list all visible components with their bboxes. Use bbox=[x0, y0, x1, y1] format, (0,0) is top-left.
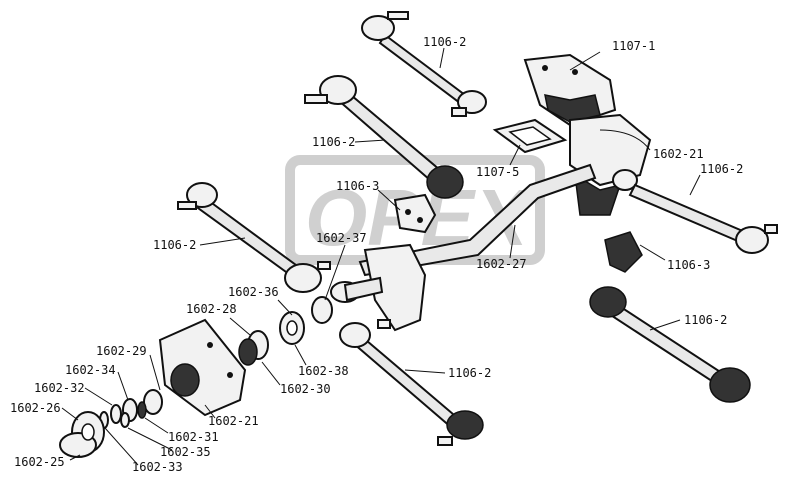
label-1106-2-upper-mid: 1106-2 bbox=[312, 135, 355, 149]
small-parts-cluster bbox=[59, 389, 163, 458]
label-1602-31: 1602-31 bbox=[168, 430, 219, 444]
roller-1602-28 bbox=[238, 330, 269, 366]
label-1602-38: 1602-38 bbox=[298, 364, 349, 378]
label-1602-29: 1602-29 bbox=[96, 344, 147, 358]
label-1602-27: 1602-27 bbox=[476, 257, 527, 271]
torque-rod-top bbox=[361, 11, 487, 117]
leader-lines bbox=[61, 47, 701, 466]
label-1602-36: 1602-36 bbox=[228, 285, 279, 299]
label-1106-3-right: 1106-3 bbox=[667, 258, 710, 272]
label-1602-34: 1602-34 bbox=[65, 363, 116, 377]
label-1602-35: 1602-35 bbox=[160, 445, 211, 459]
gasket-1107-5 bbox=[492, 118, 568, 154]
label-1106-2-top: 1106-2 bbox=[423, 35, 466, 49]
label-1602-26: 1602-26 bbox=[10, 401, 61, 415]
label-1602-30: 1602-30 bbox=[280, 382, 331, 396]
torque-rod-lower-right bbox=[589, 286, 751, 403]
label-1106-2-left: 1106-2 bbox=[153, 238, 196, 252]
bracket-1107-1 bbox=[523, 53, 617, 127]
label-1106-2-bottom: 1106-2 bbox=[448, 366, 491, 380]
washer-1602-37 bbox=[311, 296, 333, 324]
pin-1602-31 bbox=[137, 401, 147, 419]
label-1106-2-right: 1106-2 bbox=[700, 162, 743, 176]
label-1602-33: 1602-33 bbox=[132, 460, 183, 474]
label-1602-21-right: 1602-21 bbox=[653, 147, 704, 161]
label-1602-25: 1602-25 bbox=[14, 455, 65, 469]
bearing-1602-36 bbox=[279, 311, 305, 345]
housing-1602-21-bottom bbox=[158, 318, 247, 417]
bracket-1106-3-right bbox=[604, 231, 643, 273]
label-1602-28: 1602-28 bbox=[186, 302, 237, 316]
washer-1602-32 bbox=[110, 404, 122, 424]
torque-rod-right bbox=[628, 183, 778, 254]
label-1107-5: 1107-5 bbox=[476, 165, 519, 179]
torque-rod-upper-mid bbox=[304, 75, 464, 199]
torque-rod-left bbox=[177, 182, 331, 293]
label-1602-37: 1602-37 bbox=[316, 231, 367, 245]
bracket-1106-3-center bbox=[393, 193, 437, 234]
label-1602-21-bottom: 1602-21 bbox=[208, 414, 259, 428]
label-1107-1: 1107-1 bbox=[612, 39, 655, 53]
label-1602-32: 1602-32 bbox=[34, 381, 85, 395]
label-1106-3-center: 1106-3 bbox=[336, 179, 379, 193]
part-labels: 1106-2 1107-1 1106-2 1602-21 1107-5 1106… bbox=[10, 35, 743, 474]
trunnion-assembly bbox=[330, 243, 427, 332]
torque-rod-bottom bbox=[339, 319, 484, 446]
label-1106-2-lower-right: 1106-2 bbox=[684, 313, 727, 327]
ring-1602-35 bbox=[120, 412, 130, 428]
